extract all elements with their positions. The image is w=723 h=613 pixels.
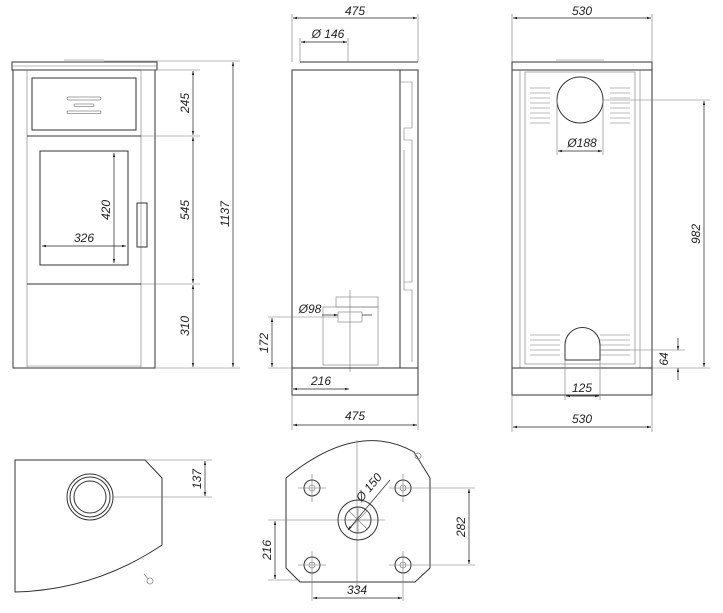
dim-flue-diameter: Ø 146 — [311, 27, 345, 41]
dim-flue-offset: 216 — [260, 540, 274, 561]
dim-air-width: 125 — [572, 381, 592, 395]
dim-feet-depth: 282 — [454, 517, 468, 538]
dim-glass-height: 420 — [99, 200, 113, 220]
dim-air-diameter: Ø98 — [298, 302, 322, 316]
dim-drawer: 245 — [178, 93, 192, 114]
dim-air-offset: 216 — [310, 374, 331, 388]
dim-flue-diameter: Ø188 — [566, 136, 597, 150]
dim-bottom-depth: 475 — [345, 409, 365, 423]
dim-base: 310 — [178, 316, 192, 336]
dim-flue-offset: 137 — [190, 468, 204, 489]
feet — [298, 474, 475, 601]
side-view: 475 Ø 146 Ø98 172 216 475 — [257, 4, 419, 430]
dim-air-height: 64 — [657, 352, 671, 366]
dim-bottom-width: 530 — [572, 412, 592, 426]
door-glass — [39, 150, 129, 266]
dim-total-height: 1137 — [218, 200, 232, 227]
back-view: 530 Ø188 982 64 125 530 — [511, 4, 710, 432]
vent-slots-top — [530, 87, 630, 124]
dim-top-width: 530 — [572, 4, 592, 18]
dim-door: 545 — [178, 200, 192, 220]
dim-flue-height: 982 — [689, 224, 703, 244]
dim-flue-diameter: Ø 150 — [352, 470, 385, 505]
top-view: 137 — [14, 459, 212, 593]
dim-glass-width: 326 — [74, 231, 94, 245]
air-inlet — [564, 327, 601, 361]
drawer-handle-icon — [66, 96, 102, 101]
drawer — [31, 77, 137, 131]
vent-slots-bottom — [530, 334, 630, 356]
dim-top-depth: 475 — [345, 4, 365, 18]
door-handle — [136, 202, 148, 248]
flue-outlet — [556, 76, 604, 124]
dim-air-height: 172 — [257, 333, 271, 353]
dim-feet-width: 334 — [347, 583, 367, 597]
front-view: 420 326 245 545 310 1137 — [11, 59, 240, 369]
bottom-view: Ø 150 282 216 334 — [260, 440, 475, 601]
